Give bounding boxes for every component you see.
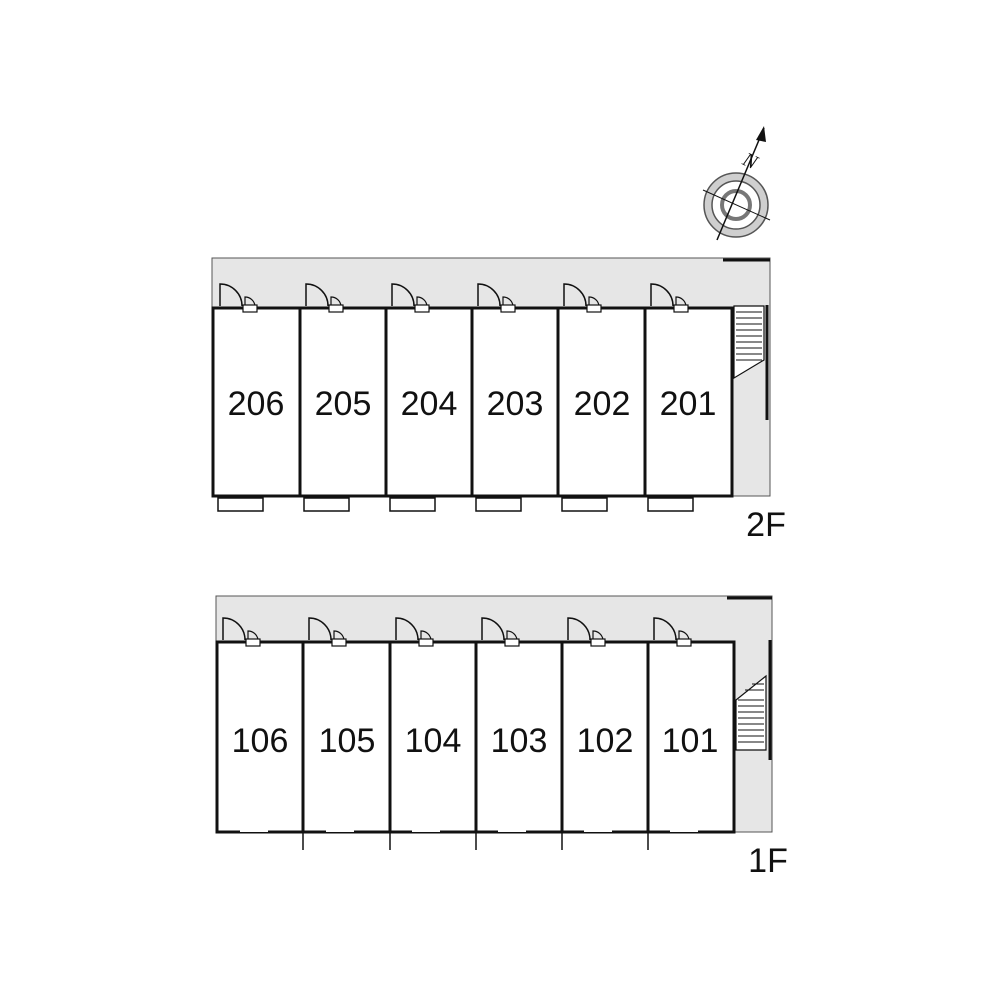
door-icon [305,283,329,307]
unit-206: 206 [211,283,302,512]
balcony [303,497,350,512]
unit-room [474,640,564,834]
floor-label-1f: 1F [748,842,788,880]
unit-number: 201 [660,385,717,423]
unit-number: 205 [315,385,372,423]
north-arrow-icon [756,126,766,142]
door-icon [395,617,419,641]
unit-number: 202 [574,385,631,423]
unit-room [470,306,560,498]
door-icon [563,283,587,307]
meter-box [331,638,347,647]
unit-106: 106 [215,617,305,834]
balcony [217,497,264,512]
unit-number: 206 [228,385,285,423]
unit-room [556,306,647,498]
unit-room [643,306,734,498]
unit-205: 205 [298,283,388,512]
unit-room [646,640,736,834]
floor-2f: 206 205 204 203 [211,257,786,544]
north-label: N [738,148,762,175]
meter-box [500,304,516,313]
unit-number: 101 [662,722,719,760]
unit-number: 204 [401,385,458,423]
wall-ticks-1f [302,832,649,850]
floor-label-2f: 2F [746,506,786,544]
unit-202: 202 [556,283,647,512]
door-icon [477,283,501,307]
balcony [561,497,608,512]
compass-center-ring [720,189,752,221]
door-icon [391,283,415,307]
compass-cross-line [702,189,771,221]
door-icon [653,617,677,641]
meter-box [418,638,434,647]
unit-number: 104 [405,722,462,760]
balcony [475,497,522,512]
door-icon [308,617,332,641]
meter-box [676,638,692,647]
unit-room [384,306,474,498]
staircase-2f [733,305,765,380]
door-icon [222,617,246,641]
unit-204: 204 [384,283,474,512]
unit-room [388,640,478,834]
staircase-1f [735,674,767,751]
compass-needle [716,127,765,241]
unit-104: 104 [388,617,478,834]
unit-number: 102 [577,722,634,760]
meter-box [590,638,606,647]
unit-number: 203 [487,385,544,423]
door-icon [481,617,505,641]
meter-box [242,304,258,313]
floor-1f: 106 105 104 103 [215,595,788,880]
unit-102: 102 [560,617,650,834]
balcony [389,497,436,512]
meter-box [245,638,261,647]
meter-box [414,304,430,313]
unit-105: 105 [301,617,392,834]
unit-number: 103 [491,722,548,760]
balcony [647,497,694,512]
door-icon [219,283,243,307]
meter-box [586,304,602,313]
unit-203: 203 [470,283,560,512]
door-icon [650,283,674,307]
meter-box [673,304,689,313]
unit-103: 103 [474,617,564,834]
meter-box [504,638,520,647]
unit-number: 105 [319,722,376,760]
unit-101: 101 [646,617,736,834]
door-icon [567,617,591,641]
compass: N [702,126,771,241]
meter-box [328,304,344,313]
unit-number: 106 [232,722,289,760]
unit-201: 201 [643,283,734,512]
